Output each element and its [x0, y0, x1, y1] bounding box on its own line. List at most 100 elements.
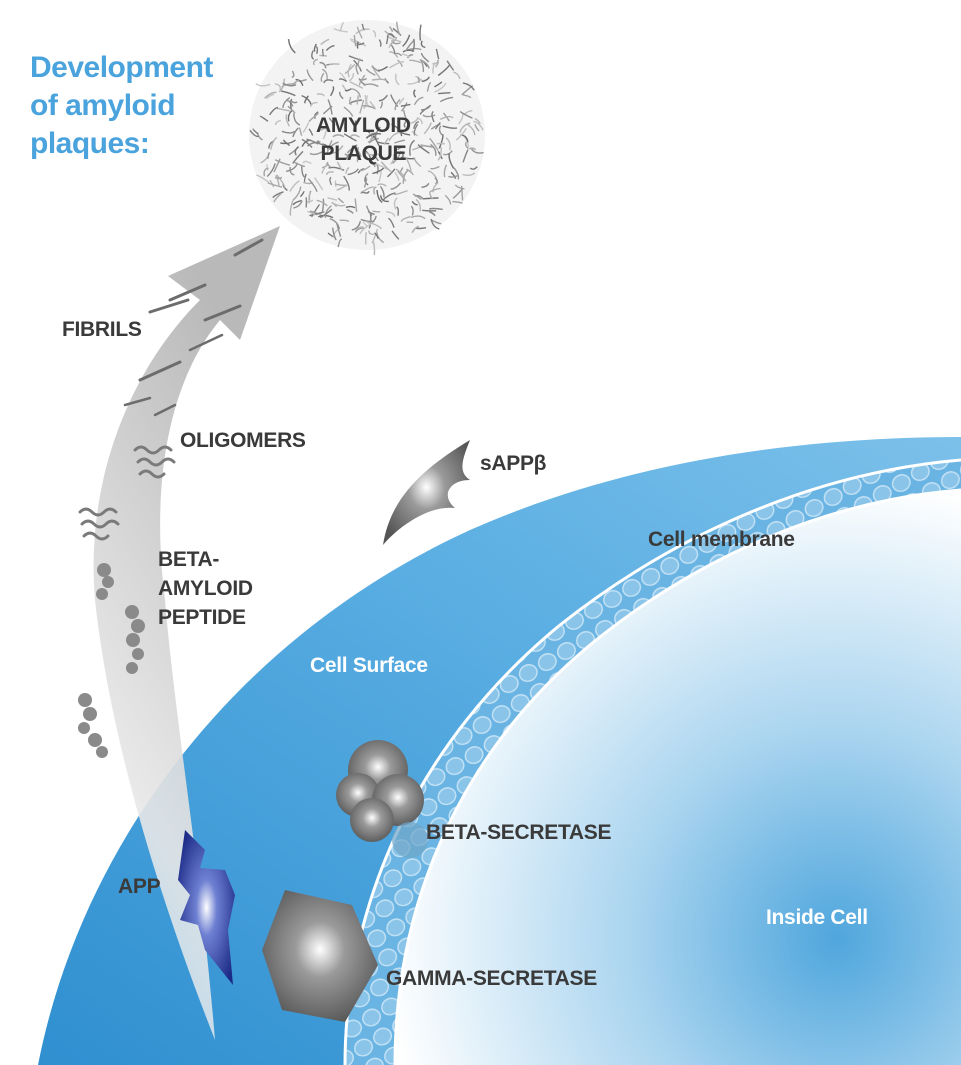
- plaque-strand: [420, 105, 431, 111]
- plaque-strand: [430, 143, 437, 156]
- plaque-strand: [379, 185, 385, 198]
- plaque-strand: [291, 70, 295, 78]
- plaque-strand: [452, 200, 463, 204]
- plaque-strand: [337, 238, 343, 248]
- plaque-strand: [290, 98, 293, 109]
- plaque-strand: [355, 28, 370, 35]
- plaque-strand: [306, 138, 319, 145]
- plaque-strand: [363, 128, 371, 134]
- plaque-strand: [345, 166, 350, 174]
- plaque-strand: [420, 52, 430, 63]
- plaque-strand: [386, 211, 396, 217]
- plaque-strand: [455, 127, 467, 141]
- plaque-strand: [325, 171, 334, 176]
- plaque-strand: [301, 164, 305, 178]
- plaque-strand: [298, 127, 303, 136]
- plaque-strand: [446, 60, 455, 71]
- plaque-strand: [361, 191, 370, 194]
- plaque-strand: [387, 168, 396, 178]
- plaque-strand: [411, 225, 419, 233]
- sappb-shape: [383, 440, 470, 545]
- oligomers-shapes: [78, 445, 176, 541]
- plaque-strand: [364, 149, 371, 160]
- plaque-strand: [448, 175, 458, 178]
- plaque-strand: [263, 167, 269, 177]
- plaque-strand: [281, 90, 296, 97]
- plaque-strand: [388, 33, 395, 38]
- plaque-strand: [473, 120, 484, 131]
- plaque-strand: [458, 113, 464, 125]
- plaque-strand: [460, 185, 464, 201]
- plaque-strand: [337, 197, 344, 204]
- plaque-strand: [351, 38, 367, 47]
- plaque-strand: [295, 78, 304, 87]
- plaque-strand: [420, 144, 434, 148]
- plaque-strand: [384, 30, 398, 39]
- plaque-strand: [339, 219, 350, 223]
- plaque-strand: [349, 96, 352, 106]
- plaque-strand: [344, 153, 351, 160]
- plaque-strand: [459, 110, 473, 119]
- plaque-strand: [348, 73, 355, 82]
- plaque-strand: [339, 72, 347, 81]
- plaque-strand: [413, 96, 424, 106]
- title-line-2: of amyloid: [30, 89, 176, 122]
- inside-cell-label: Inside Cell: [766, 906, 868, 929]
- plaque-strand: [289, 99, 298, 104]
- plaque-strand: [319, 54, 327, 57]
- plaque-strand: [252, 128, 259, 135]
- plaque-strand: [359, 165, 371, 172]
- plaque-strand: [374, 232, 380, 239]
- plaque-strand: [438, 134, 444, 149]
- plaque-strand: [409, 59, 422, 64]
- plaque-strand: [371, 228, 379, 244]
- plaque-strand: [377, 183, 387, 187]
- fibrils-shapes: [123, 238, 264, 417]
- plaque-strand: [411, 38, 415, 53]
- plaque-strand: [340, 119, 344, 128]
- plaque-strand: [439, 96, 454, 103]
- plaque-strand: [326, 140, 333, 153]
- plaque-strand: [372, 135, 380, 147]
- plaque-strand: [435, 48, 440, 60]
- plaque-strand: [464, 109, 473, 115]
- plaque-strand: [256, 174, 270, 183]
- plaque-strand: [343, 133, 357, 142]
- plaque-strand: [422, 209, 437, 212]
- inside-cell-edge: [393, 488, 961, 1065]
- plaque-strand: [354, 227, 364, 233]
- plaque-strand: [385, 34, 389, 45]
- plaque-strand: [313, 111, 319, 119]
- plaque-strand: [419, 58, 430, 69]
- plaque-strand: [429, 207, 443, 211]
- plaque-strand: [355, 64, 359, 75]
- plaque-strand: [442, 112, 450, 122]
- plaque-strand: [368, 138, 379, 144]
- plaque-strand: [394, 172, 400, 182]
- plaque-strand: [397, 170, 407, 182]
- plaque-strand: [274, 119, 281, 126]
- plaque-strand: [319, 61, 327, 69]
- plaque-strand: [320, 38, 330, 46]
- plaque-strand: [420, 40, 426, 49]
- plaque-strand: [399, 151, 404, 158]
- plaque-strand: [405, 40, 415, 52]
- plaque-strand: [329, 85, 335, 97]
- plaque-strand: [287, 110, 293, 122]
- plaque-strand: [319, 208, 333, 219]
- plaque-strand: [327, 99, 333, 115]
- plaque-strand: [339, 21, 345, 32]
- plaque-strand: [363, 83, 379, 88]
- plaque-strand: [306, 69, 314, 82]
- plaque-strand: [304, 95, 309, 104]
- beta-amyloid-peptide-shapes: [78, 563, 145, 758]
- plaque-strand: [423, 122, 432, 135]
- plaque-strand: [377, 153, 384, 158]
- plaque-strand: [416, 227, 427, 230]
- plaque-strand: [331, 201, 346, 207]
- plaque-strand: [469, 166, 478, 170]
- plaque-strand: [328, 166, 345, 171]
- plaque-strand: [461, 85, 474, 96]
- plaque-strand: [429, 137, 439, 151]
- plaque-strand: [325, 45, 335, 51]
